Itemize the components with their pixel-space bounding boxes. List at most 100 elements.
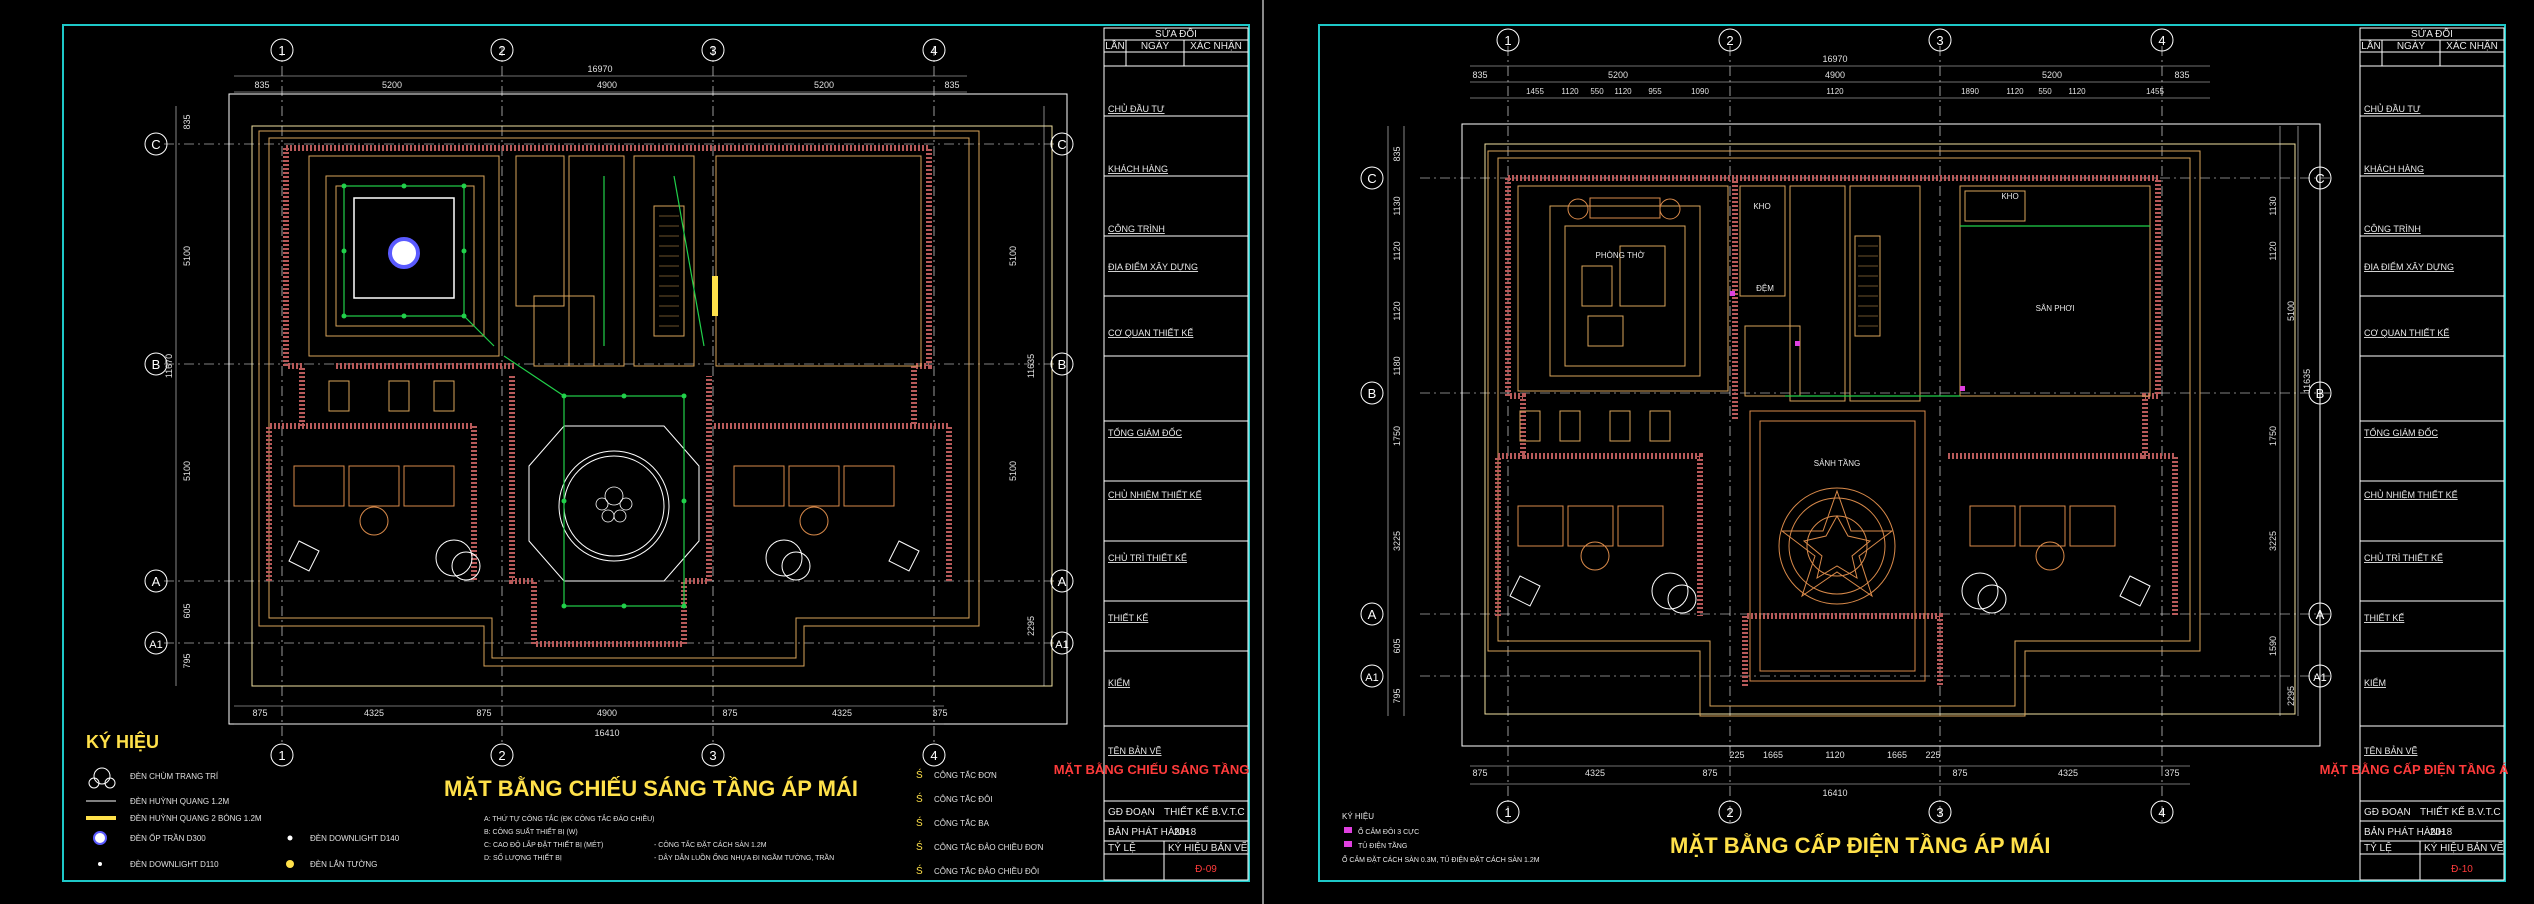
room-label-1: KHO: [1753, 202, 1770, 211]
legend-item-1: TỦ ĐIỆN TẦNG: [1358, 840, 1407, 850]
dim-right-2: 5100: [1008, 461, 1018, 481]
legend-item-6: ĐÈN LẮN TƯỜNG: [310, 860, 377, 869]
sheet-power-plan: 1 2 3 4 1 2 3 4 C B A A1 C B A A1 16970 …: [1318, 24, 2534, 882]
tb-rev-col-2: XÁC NHẬN: [2446, 39, 2498, 52]
dim-bottom-0: 875: [252, 708, 267, 718]
tb-drawing-name: MẶT BẰNG CHIẾU SÁNG TẦNG ÁP MÁI: [1054, 762, 1252, 777]
dim-top-2: 4900: [1825, 70, 1845, 80]
sheet-divider: [1262, 0, 1264, 904]
grid-col-1-top: 1: [1504, 33, 1511, 48]
dim-top-0: 835: [254, 80, 269, 90]
dim-bottom-8: 875: [1952, 768, 1967, 778]
dim-left-2: 1120: [1392, 241, 1402, 260]
switch-item-0: CÔNG TẮC ĐƠN: [934, 771, 997, 780]
grid-row-c-right: C: [2315, 171, 2324, 186]
tb-field-5: TỔNG GIÁM ĐỐC: [1108, 427, 1183, 438]
tb-field-9: KIỂM: [2364, 677, 2386, 688]
tb-issue-label: BẢN PHÁT HÀNH: [2364, 825, 2445, 838]
tb-rev-col-1: NGÀY: [1141, 39, 1170, 52]
tb-sheet-label: KÝ HIỆU BẢN VẼ: [1168, 841, 1248, 854]
dim-top-1: 5200: [382, 80, 402, 90]
dim-right-3: 2295: [1026, 616, 1036, 636]
tb-issue-value: 2018: [1174, 827, 1197, 838]
tb-issue-label: BẢN PHÁT HÀNH: [1108, 825, 1189, 838]
dim-top2-9: 550: [2038, 87, 2052, 96]
dim-bottom-9: 4325: [2058, 768, 2078, 778]
legend-note-0: A: THỨ TỰ CÔNG TẮC (ĐK CÔNG TẮC ĐÁO CHIỀ…: [484, 813, 655, 823]
grid-row-a1-right: A1: [1055, 639, 1068, 651]
grid-col-3-bottom: 3: [1936, 805, 1943, 820]
dim-top2-0: 1455: [1526, 87, 1544, 96]
room-label-4: SẢNH TẦNG: [1814, 458, 1861, 468]
dim-right-0: 1130: [2268, 196, 2278, 215]
dim-bottom-total: 16410: [594, 728, 619, 738]
grid-col-3-bottom: 3: [709, 748, 716, 763]
tb-field-1: KHÁCH HÀNG: [1108, 164, 1168, 174]
legend-item-0: ĐÈN CHÙM TRANG TRÍ: [130, 772, 219, 781]
tb-field-2: CÔNG TRÌNH: [2364, 224, 2421, 234]
svg-text:Ś: Ś: [916, 864, 923, 877]
legend-item-5: ĐÈN DOWNLIGHT D140: [310, 834, 400, 843]
grid-col-4-top: 4: [930, 43, 937, 58]
dim-left-4: 605: [182, 603, 192, 618]
legend-title: KÝ HIỆU: [86, 731, 159, 752]
dim-top-2: 4900: [597, 80, 617, 90]
tb-scale-label: TỶ LỆ: [2364, 841, 2392, 854]
tb-field-6: CHỦ NHIỆM THIẾT KẾ: [1108, 489, 1202, 500]
dim-right-5: 3225: [2268, 531, 2278, 551]
legend-note-4: - CÔNG TẮC ĐẶT CÁCH SÀN 1.2M: [654, 840, 767, 849]
grid-row-a1-right: A1: [2313, 672, 2326, 684]
dim-right-2: 5100: [2286, 301, 2296, 321]
grid-col-4-top: 4: [2158, 33, 2165, 48]
grid-col-3-top: 3: [709, 43, 716, 58]
switch-item-1: CÔNG TẮC ĐÔI: [934, 795, 993, 804]
legend-item-3: ĐÈN ỐP TRẦN D300: [130, 833, 206, 843]
tb-scale-label: TỶ LỆ: [1108, 841, 1136, 854]
legend-title: KÝ HIỆU: [1342, 812, 1374, 821]
grid-col-4-bottom: 4: [930, 748, 937, 763]
legend-note-1: B: CÔNG SUẤT THIẾT BỊ (W): [484, 826, 578, 836]
dim-top2-4: 955: [1648, 87, 1662, 96]
room-label-0: PHÒNG THỜ: [1596, 251, 1645, 260]
tb-stage-label: GĐ ĐOẠN: [2364, 807, 2411, 818]
tb-sheet-no: Đ-09: [1195, 864, 1217, 875]
dim-top2-5: 1090: [1691, 87, 1709, 96]
tb-field-4: CƠ QUAN THIẾT KẾ: [1108, 328, 1193, 338]
dim-top2-3: 1120: [1614, 87, 1632, 96]
tb-field-4: CƠ QUAN THIẾT KẾ: [2364, 328, 2449, 338]
grid-col-2-top: 2: [1726, 33, 1733, 48]
tb-field-2: CÔNG TRÌNH: [1108, 224, 1165, 234]
dim-top-0: 835: [1472, 70, 1487, 80]
dim-bottom-6: 375: [932, 708, 947, 718]
lighting-plan-drawing: 1 2 3 4 1 2 3 4 C B A A1 C B A A1 16970 …: [86, 27, 1298, 881]
legend-item-0: Ổ CẮM ĐÔI 3 CỰC: [1358, 827, 1419, 836]
dim-top2-6: 1120: [1826, 87, 1844, 96]
grid-row-b-right: B: [1058, 357, 1067, 372]
tb-field-5: TỔNG GIÁM ĐỐC: [2364, 427, 2439, 438]
dim-bottom-3: 225: [1729, 750, 1744, 760]
dim-top2-7: 1890: [1961, 87, 1979, 96]
grid-col-3-top: 3: [1936, 33, 1943, 48]
dim-bottom-1: 4325: [1585, 768, 1605, 778]
dim-bottom-7: 225: [1925, 750, 1940, 760]
sheet-title: MẶT BẰNG CẤP ĐIỆN TẦNG ÁP MÁI: [1670, 833, 2051, 858]
dim-bottom-4: 875: [722, 708, 737, 718]
tb-drawing-name-label: TÊN BẢN VẼ: [1108, 745, 1162, 756]
panel-marker: [712, 276, 718, 316]
dim-left-6: 3225: [1392, 531, 1402, 551]
tb-field-0: CHỦ ĐẦU TƯ: [1108, 103, 1165, 114]
tb-sheet-no: Đ-10: [2451, 864, 2473, 875]
legend-note-2: C: CAO ĐỘ LẮP ĐẶT THIẾT BỊ (MÉT): [484, 839, 603, 849]
dim-left-4: 1180: [1392, 356, 1402, 375]
svg-text:Ś: Ś: [916, 816, 923, 829]
tb-drawing-name: MẶT BẰNG CẤP ĐIỆN TẦNG ÁP MÁI: [2320, 762, 2508, 777]
grid-col-1-bottom: 1: [1504, 805, 1511, 820]
dim-left-3: 1120: [1392, 301, 1402, 320]
dim-bottom-3: 4900: [597, 708, 617, 718]
legend-item-2: ĐÈN HUỲNH QUANG 2 BÓNG 1.2M: [130, 814, 262, 823]
grid-row-a1-left: A1: [1365, 672, 1378, 684]
dim-top-3: 5200: [2042, 70, 2062, 80]
dim-left-1: 5100: [182, 246, 192, 266]
room-label-3: SÂN PHƠI: [2036, 304, 2075, 313]
tb-stage-label: GĐ ĐOẠN: [1108, 807, 1155, 818]
